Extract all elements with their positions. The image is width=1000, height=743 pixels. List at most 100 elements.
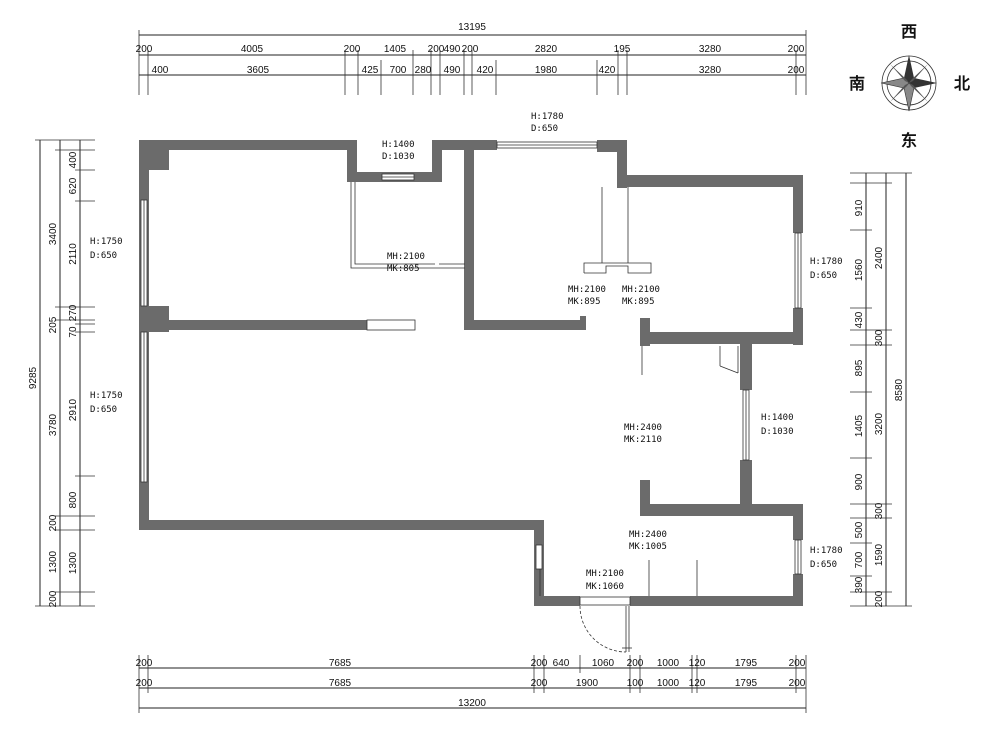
- bottom-dimensions: 200 7685 200 640 1060 200 1000 120 1795 …: [136, 655, 807, 713]
- top-dim: 490: [444, 44, 461, 55]
- window-label: H:1780: [531, 112, 564, 122]
- bottom-dim: 1795: [735, 678, 758, 689]
- bottom-dim: 120: [689, 678, 706, 689]
- bottom-dim: 1000: [657, 678, 680, 689]
- top-dimensions: 13195 200 4005 200 1405 200 490 200 2820…: [136, 22, 807, 95]
- bottom-dim: 200: [136, 678, 153, 689]
- door-label: MK:1060: [586, 582, 624, 592]
- opening-labels: H:1400 D:1030 H:1780 D:650 H:1750 D:650 …: [90, 112, 843, 592]
- window-label: H:1780: [810, 546, 843, 556]
- bottom-dim: 200: [627, 658, 644, 669]
- right-total-dim: 8580: [894, 378, 905, 401]
- bottom-dim: 100: [627, 678, 644, 689]
- top-dim: 1980: [535, 65, 558, 76]
- window-label: D:650: [90, 251, 117, 261]
- bottom-dim: 1060: [592, 658, 615, 669]
- compass-south: 南: [849, 74, 865, 93]
- door-openings: [350, 182, 739, 653]
- left-dim: 400: [68, 151, 79, 168]
- compass-west: 西: [901, 22, 917, 41]
- top-dim: 200: [788, 65, 805, 76]
- window-label: H:1400: [382, 140, 415, 150]
- right-dim: 1405: [854, 414, 865, 437]
- top-dim: 490: [444, 65, 461, 76]
- top-dim: 195: [614, 44, 631, 55]
- top-dim: 1405: [384, 44, 407, 55]
- left-dim: 3400: [48, 222, 59, 245]
- bottom-total-dim: 13200: [458, 698, 486, 709]
- compass: 西 南 北 东: [849, 22, 970, 150]
- window-label: H:1400: [761, 413, 794, 423]
- bottom-dim: 7685: [329, 658, 352, 669]
- right-dim: 1560: [854, 258, 865, 281]
- bottom-dim: 120: [689, 658, 706, 669]
- window-label: D:650: [810, 271, 837, 281]
- bottom-dim: 640: [553, 658, 570, 669]
- top-dim: 200: [462, 44, 479, 55]
- left-dim: 1300: [48, 550, 59, 573]
- top-dim: 3280: [699, 44, 722, 55]
- right-dim: 200: [874, 590, 885, 607]
- left-dim: 200: [48, 590, 59, 607]
- windows: [140, 141, 802, 575]
- window-label: H:1750: [90, 237, 123, 247]
- left-dim: 2910: [68, 398, 79, 421]
- compass-east: 东: [901, 131, 917, 150]
- top-dim: 200: [344, 44, 361, 55]
- left-total-dim: 9285: [28, 366, 39, 389]
- door-label: MH:2100: [586, 569, 624, 579]
- door-label: MK:895: [568, 297, 601, 307]
- top-dim: 420: [477, 65, 494, 76]
- left-dim: 270: [68, 304, 79, 321]
- right-dim: 300: [874, 502, 885, 519]
- door-label: MH:2400: [624, 423, 662, 433]
- left-dim: 200: [48, 514, 59, 531]
- top-dim: 200: [428, 44, 445, 55]
- door-label: MK:805: [387, 264, 420, 274]
- right-dim: 910: [854, 199, 865, 216]
- bottom-dim: 1000: [657, 658, 680, 669]
- door-label: MK:895: [622, 297, 655, 307]
- left-dim: 800: [68, 491, 79, 508]
- right-dim: 900: [854, 473, 865, 490]
- top-dim: 425: [362, 65, 379, 76]
- bottom-dim: 7685: [329, 678, 352, 689]
- top-dim: 280: [415, 65, 432, 76]
- left-dim: 205: [48, 316, 59, 333]
- right-dim: 1590: [874, 543, 885, 566]
- left-dim: 620: [68, 177, 79, 194]
- compass-north: 北: [954, 74, 970, 93]
- top-dim: 700: [390, 65, 407, 76]
- top-dim: 3605: [247, 65, 270, 76]
- right-dim: 3200: [874, 412, 885, 435]
- right-dim: 300: [874, 329, 885, 346]
- top-dim: 200: [788, 44, 805, 55]
- left-dim: 3780: [48, 413, 59, 436]
- top-dim: 200: [136, 44, 153, 55]
- door-label: MH:2100: [568, 285, 606, 295]
- left-dim: 70: [68, 326, 79, 338]
- door-label: MH:2100: [622, 285, 660, 295]
- bottom-dim: 200: [531, 678, 548, 689]
- window-label: D:650: [90, 405, 117, 415]
- right-dim: 500: [854, 521, 865, 538]
- right-dim: 895: [854, 359, 865, 376]
- door-label: MH:2100: [387, 252, 425, 262]
- top-dim: 400: [152, 65, 169, 76]
- bottom-dim: 200: [136, 658, 153, 669]
- right-dim: 2400: [874, 246, 885, 269]
- top-total-dim: 13195: [458, 22, 486, 33]
- right-dim: 390: [854, 576, 865, 593]
- left-dimensions: 9285 3400 205 3780 200 1300 200 400 620 …: [28, 139, 95, 607]
- bottom-dim: 1900: [576, 678, 599, 689]
- right-dim: 430: [854, 311, 865, 328]
- window-label: D:650: [531, 124, 558, 134]
- bottom-dim: 200: [789, 658, 806, 669]
- right-dimensions: 8580 2400 300 3200 300 1590 200 910 1560…: [850, 172, 912, 607]
- left-dim: 1300: [68, 551, 79, 574]
- window-label: H:1780: [810, 257, 843, 267]
- window-label: D:650: [810, 560, 837, 570]
- bottom-dim: 200: [789, 678, 806, 689]
